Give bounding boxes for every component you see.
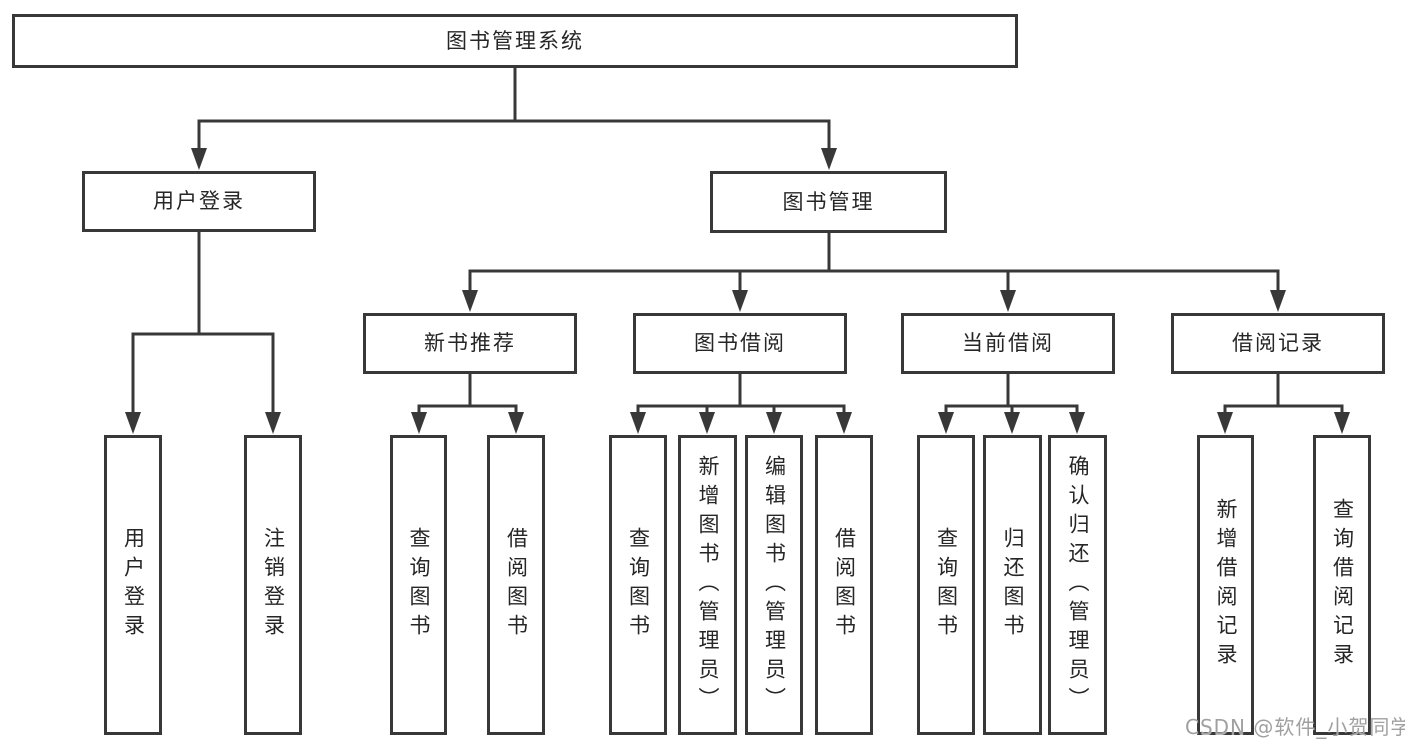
csdn-watermark: CSDN @软件_小贺同学 [1185, 715, 1405, 739]
leaf-query-book-current: 查询图书 [917, 435, 975, 735]
leaf-add-borrow-record: 新增借阅记录 [1197, 435, 1254, 735]
node-book-management: 图书管理 [710, 171, 947, 233]
leaf-borrow-book-recommend: 借阅图书 [487, 435, 545, 735]
leaf-user-login: 用户登录 [104, 435, 162, 735]
node-current-borrow: 当前借阅 [901, 313, 1115, 374]
leaf-borrow-book: 借阅图书 [815, 435, 873, 735]
leaf-return-book: 归还图书 [983, 435, 1042, 735]
leaf-add-book-admin: 新增图书（管理员） [678, 435, 737, 735]
leaf-query-book-borrow: 查询图书 [609, 435, 667, 735]
node-borrow-records: 借阅记录 [1171, 313, 1385, 374]
node-library-management-system: 图书管理系统 [12, 14, 1018, 68]
leaf-query-borrow-record: 查询借阅记录 [1313, 435, 1371, 735]
node-user-login: 用户登录 [82, 171, 316, 232]
leaf-logout-login: 注销登录 [244, 435, 302, 735]
leaf-query-book-recommend: 查询图书 [390, 435, 447, 735]
node-new-book-recommend: 新书推荐 [363, 313, 577, 374]
node-book-borrow: 图书借阅 [633, 313, 847, 374]
leaf-edit-book-admin: 编辑图书（管理员） [745, 435, 803, 735]
arrowhead-icons [125, 148, 1350, 434]
leaf-confirm-return-admin: 确认归还（管理员） [1048, 435, 1107, 735]
tree-edges [131, 66, 1344, 418]
